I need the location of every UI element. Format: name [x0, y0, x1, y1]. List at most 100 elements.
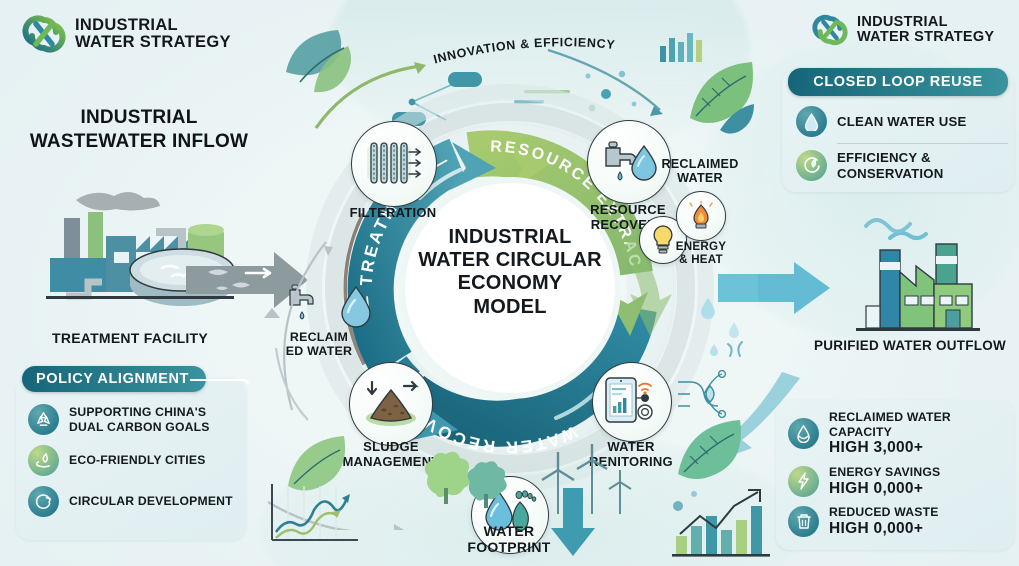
faucet-droplet-icon: [605, 141, 657, 181]
leaf-icon: [678, 420, 741, 479]
wave-accent: [864, 218, 912, 234]
reclaimed-water-label: RECLAIMED WATER: [648, 157, 752, 186]
interlocking-knot-logo-icon: [812, 12, 848, 48]
list-item[interactable]: CLEAN WATER USE: [796, 106, 1008, 137]
list-item[interactable]: REDUCED WASTE HIGH 0,000+: [788, 505, 1010, 538]
list-item[interactable]: RECLAIMED WATER CAPACITY HIGH 3,000+: [788, 410, 1010, 458]
logo-line-2: WATER STRATEGY: [75, 33, 231, 51]
list-item-label: ENERGY SAVINGS HIGH 0,000+: [829, 465, 940, 498]
node-filteration-label: FILTERATION: [349, 205, 437, 220]
list-item[interactable]: CIRCULAR DEVELOPMENT: [28, 486, 240, 517]
circular-economy-ring: — TREATMENT — RESOURCE EXTRACTION WATER …: [292, 63, 720, 498]
purified-water-outflow-label: PURIFIED WATER OUTFLOW: [814, 338, 1006, 353]
page-title: INDUSTRIAL WASTEWATER INFLOW: [14, 106, 264, 155]
center-line-2: WATER CIRCULAR: [418, 249, 602, 272]
treatment-facility-label: TREATMENT FACILITY: [52, 330, 208, 346]
list-item-label: EFFICIENCY & CONSERVATION: [837, 150, 943, 182]
center-line-3: ECONOMY: [457, 272, 563, 295]
closed-loop-panel-title: CLOSED LOOP REUSE: [813, 74, 983, 90]
policy-title-connector: [190, 379, 249, 385]
droplet-footprint-icon: [485, 490, 537, 531]
flame-icon: [689, 201, 713, 229]
closed-loop-item2-line2: CONSERVATION: [837, 165, 944, 181]
water-monitoring-label: WATER RENITORING: [578, 439, 684, 470]
stat2-value: HIGH 0,000+: [829, 479, 924, 497]
node-water-monitoring[interactable]: [592, 362, 672, 442]
reclaimed-water-line2: WATER: [677, 171, 723, 186]
list-item[interactable]: SUPPORTING CHINA'S DUAL CARBON GOALS: [28, 404, 240, 435]
closed-loop-panel-title-bar: CLOSED LOOP REUSE: [788, 68, 1008, 96]
water-footprint-line1: WATER: [483, 523, 535, 539]
circular-arrows-icon: [28, 486, 59, 517]
water-droplet-icon: [341, 285, 371, 328]
reclaim-water-left-label: RECLAIM ED WATER: [272, 330, 366, 358]
divider: [837, 143, 1008, 144]
sludge-pile-icon: [366, 380, 419, 426]
center-title: INDUSTRIAL WATER CIRCULAR ECONOMY MODEL: [404, 226, 616, 319]
stat2-label: ENERGY SAVINGS: [829, 464, 941, 479]
water-footprint-label: WATER FOOTPRINT: [452, 523, 566, 556]
node-filteration[interactable]: [351, 121, 437, 207]
reclaimed-water-line1: RECLAIMED: [661, 157, 739, 171]
membrane-filter-icon: [367, 142, 422, 184]
water-drop-shield-icon: [788, 418, 819, 450]
green-down-arrow: [618, 240, 672, 336]
stat3-value: HIGH 0,000+: [829, 519, 924, 537]
closed-loop-panel-rows: CLEAN WATER USE EFFICIENCY & CONSERVATIO…: [796, 106, 1008, 182]
down-arrow-teal: [551, 488, 595, 556]
interlocking-knot-logo-icon: [22, 12, 66, 56]
droplet-icon: [796, 106, 827, 137]
trash-bin-icon: [788, 506, 819, 538]
list-item-label: CLEAN WATER USE: [837, 113, 967, 129]
list-item-label: ECO-FRIENDLY CITIES: [69, 453, 206, 468]
logo-line-2: WATER STRATEGY: [857, 29, 995, 45]
arc-arrows: [314, 48, 663, 129]
center-line-4: MODEL: [473, 295, 547, 318]
policy-panel-rows: SUPPORTING CHINA'S DUAL CARBON GOALS ECO…: [28, 404, 240, 517]
tree-cluster-icon: [424, 451, 507, 508]
leaf-cycle-icon: [796, 150, 827, 182]
wind-turbine-icon: [541, 444, 632, 514]
innovation-arc-label: INNOVATION & EFFICIENCY: [432, 35, 615, 66]
clean-factory-icon: [856, 231, 980, 331]
energy-heat-label: ENERGY & HEAT: [668, 240, 734, 266]
logo-top-right: INDUSTRIAL WATER STRATEGY: [812, 12, 994, 48]
stat1-value: HIGH 3,000+: [829, 439, 924, 457]
node-energy-heat[interactable]: [676, 191, 726, 241]
center-line-1: INDUSTRIAL: [448, 226, 572, 248]
node-sludge-management[interactable]: [349, 362, 433, 446]
stats-panel-rows: RECLAIMED WATER CAPACITY HIGH 3,000+ ENE…: [788, 410, 1010, 538]
policy-item1-line2: DUAL CARBON GOALS: [69, 419, 210, 434]
list-item[interactable]: EFFICIENCY & CONSERVATION: [796, 150, 1008, 182]
sludge-management-label: SLUDGE MANAGEMENT: [334, 439, 448, 470]
stat3-label: REDUCED WASTE: [829, 505, 939, 520]
list-item[interactable]: ECO-FRIENDLY CITIES: [28, 445, 240, 476]
leaf-icon: [288, 436, 346, 491]
iot-circuit-icon: [678, 369, 727, 419]
resource-recovery-line1: RESOURCE: [590, 202, 666, 217]
node-resource-recovery[interactable]: [587, 120, 671, 204]
energy-heat-line1: ENERGY: [675, 240, 727, 253]
ring-feeder-arrows: [264, 241, 405, 530]
leaf-icon: [286, 30, 351, 93]
list-item[interactable]: ENERGY SAVINGS HIGH 0,000+: [788, 465, 1010, 498]
logo-top-left: INDUSTRIAL WATER STRATEGY: [22, 12, 231, 56]
reclaim-left-line1: RECLAIM: [289, 330, 349, 344]
logo-line-1: INDUSTRIAL: [75, 16, 178, 35]
energy-heat-line2: & HEAT: [679, 253, 723, 267]
policy-panel-title-bar: POLICY ALIGNMENT: [22, 366, 206, 392]
outflow-arrow: [718, 262, 830, 314]
reclaim-left-line2: ED WATER: [285, 344, 353, 359]
lightbulb-icon: [653, 225, 673, 254]
sludge-line1: SLUDGE: [363, 439, 419, 454]
water-monitoring-line2: RENITORING: [589, 453, 673, 469]
headline-line-1: INDUSTRIAL: [80, 107, 198, 128]
water-footprint-line2: FOOTPRINT: [467, 538, 551, 555]
droplets-accent: [701, 298, 743, 357]
logo-line-1: INDUSTRIAL: [857, 14, 948, 31]
policy-panel-title: POLICY ALIGNMENT: [36, 371, 189, 387]
headline-line-2: WASTEWATER INFLOW: [29, 131, 249, 153]
sludge-line2: MANAGEMENT: [342, 453, 440, 469]
tablet-analytics-icon: [605, 377, 653, 423]
stat1-label: RECLAIMED WATER CAPACITY: [829, 410, 951, 439]
